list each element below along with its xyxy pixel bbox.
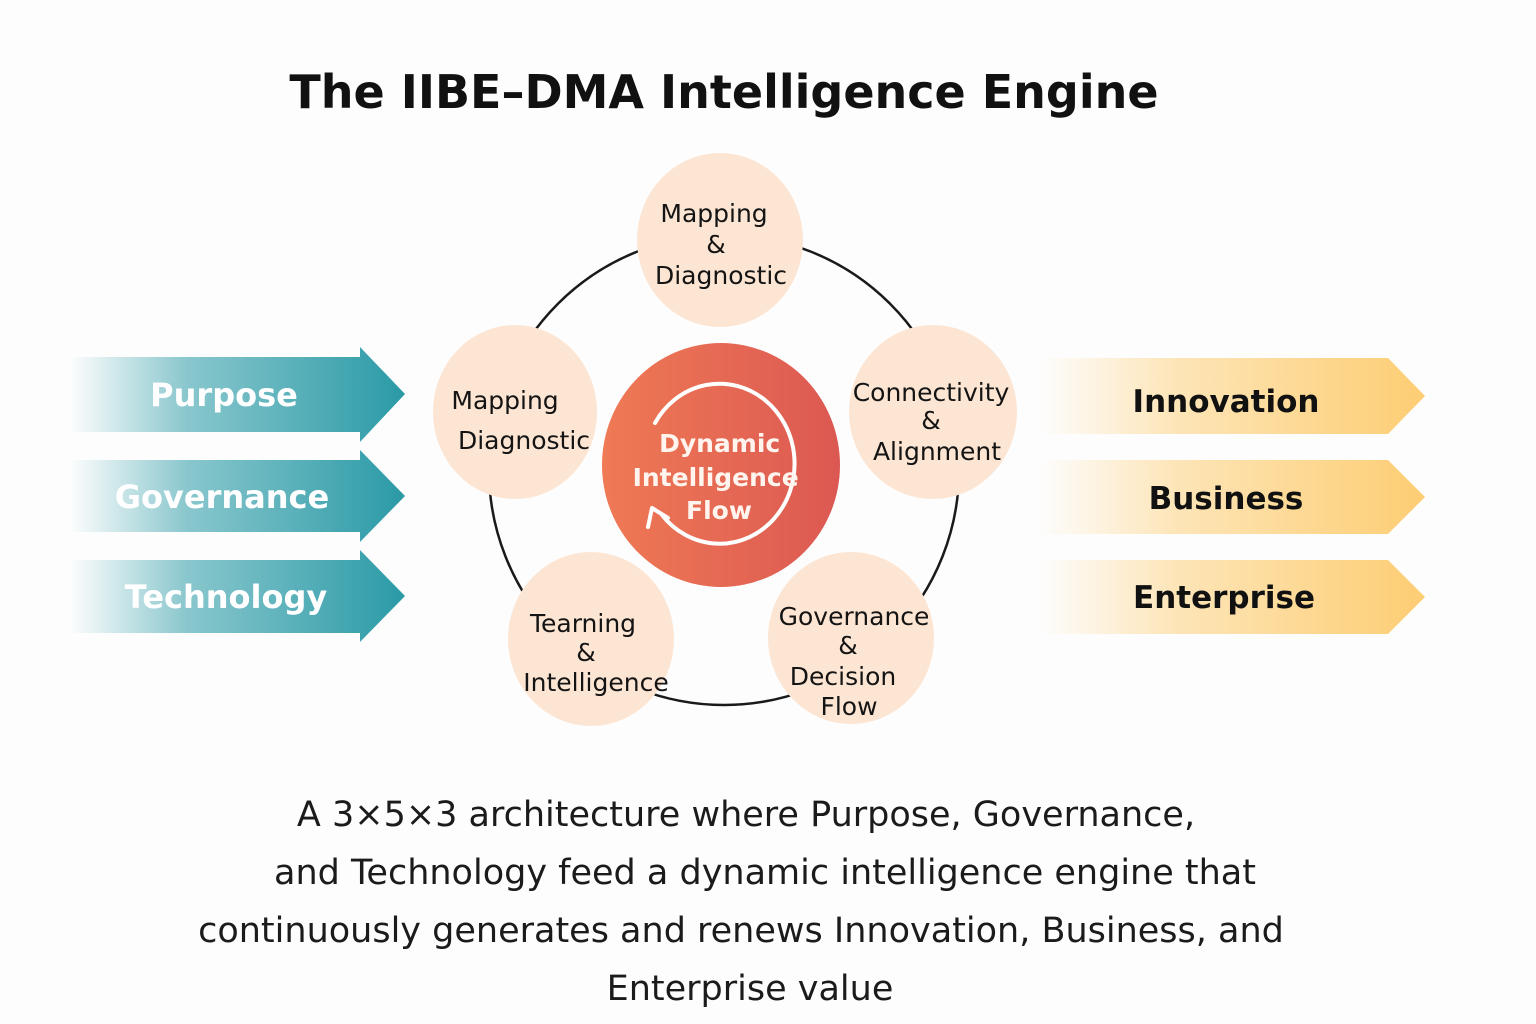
node-tearning-intelligence: Tearning & Intelligence xyxy=(508,552,674,726)
node-line: & xyxy=(921,406,941,435)
node-line: & xyxy=(838,631,858,660)
node-line: Decision xyxy=(790,662,896,691)
svg-text:Mapping Diagnostic: Mapping Diagnostic xyxy=(451,386,590,455)
input-label: Governance xyxy=(115,478,329,516)
refresh-cycle-icon xyxy=(646,381,797,546)
node-mapping-diagnostic-top: Mapping & Diagnostic xyxy=(637,153,803,327)
center-line: Flow xyxy=(686,496,752,525)
input-label: Technology xyxy=(125,578,328,616)
page-title: The IIBE–DMA Intelligence Engine xyxy=(289,65,1158,119)
svg-text:Mapping & Diagnost: Mapping & Diagnostic xyxy=(655,199,787,290)
caption-line: A 3×5×3 architecture where Purpose, Gove… xyxy=(297,795,1195,835)
input-arrow-purpose: Purpose xyxy=(70,347,405,442)
svg-text:Dynamic Intelligence: Dynamic Intelligence Flow xyxy=(633,429,808,525)
output-arrow-enterprise: Enterprise xyxy=(1040,560,1425,634)
output-arrow-innovation: Innovation xyxy=(1040,358,1425,434)
node-line: Connectivity xyxy=(853,378,1010,407)
node-line: & xyxy=(706,230,726,259)
node-line: Tearning xyxy=(529,609,636,638)
center-line: Dynamic xyxy=(659,429,780,458)
center-dynamic-intelligence-flow: Dynamic Intelligence Flow xyxy=(602,343,840,587)
node-connectivity-alignment: Connectivity & Alignment xyxy=(849,325,1017,499)
svg-text:Tearning & Intelli: Tearning & Intelligence xyxy=(523,609,668,697)
node-line: Mapping xyxy=(660,199,767,228)
output-arrow-business: Business xyxy=(1040,460,1425,534)
svg-text:Connectivity & Ali: Connectivity & Alignment xyxy=(853,378,1018,466)
caption-line: Enterprise value xyxy=(607,969,894,1009)
input-label: Purpose xyxy=(150,376,298,414)
node-line: Alignment xyxy=(873,437,1001,466)
caption: A 3×5×3 architecture where Purpose, Gove… xyxy=(198,795,1284,1009)
node-governance-decision-flow: Governance & Decision Flow xyxy=(768,552,938,724)
output-label: Business xyxy=(1149,481,1304,517)
input-arrow-governance: Governance xyxy=(70,450,405,542)
node-line: Mapping xyxy=(451,386,558,415)
svg-text:Governance & Decis: Governance & Decision Flow xyxy=(779,602,938,721)
node-line: Governance xyxy=(779,602,930,631)
input-arrow-technology: Technology xyxy=(70,550,405,642)
node-line: Diagnostic xyxy=(458,426,590,455)
output-label: Enterprise xyxy=(1133,580,1315,616)
node-line: Diagnostic xyxy=(655,261,787,290)
node-line: Intelligence xyxy=(523,668,668,697)
node-line: Flow xyxy=(820,692,877,721)
node-line: & xyxy=(576,638,596,667)
caption-line: and Technology feed a dynamic intelligen… xyxy=(274,853,1256,893)
output-label: Innovation xyxy=(1133,384,1320,420)
node-mapping-diagnostic-left: Mapping Diagnostic xyxy=(433,325,597,499)
caption-line: continuously generates and renews Innova… xyxy=(198,911,1284,951)
center-line: Intelligence xyxy=(633,463,799,492)
